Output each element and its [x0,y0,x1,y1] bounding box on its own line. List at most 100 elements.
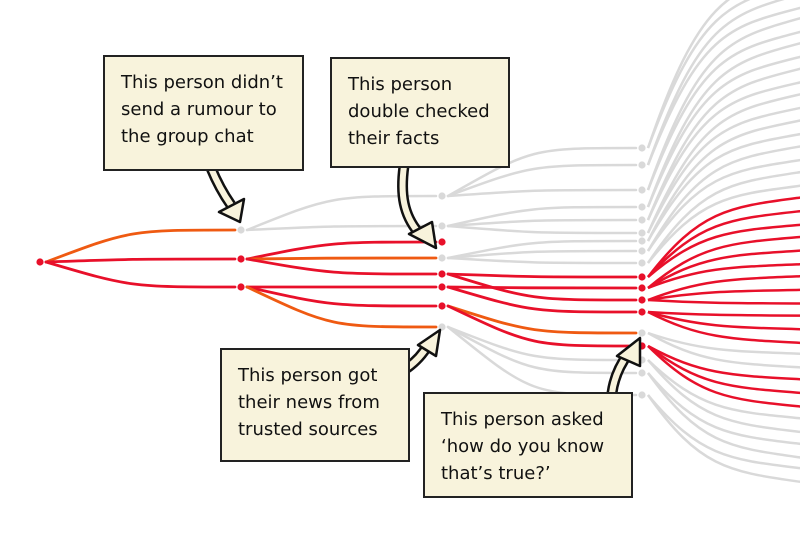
edge-offscreen [647,331,800,355]
person-node-spread [638,308,646,316]
edge-offscreen [647,298,800,305]
person-node-spread [438,302,446,310]
person-node-stopped [638,203,646,211]
edge-offscreen [647,359,800,420]
callout-no-group-chat: This person didn’t send a rumour to the … [103,55,304,171]
edge-spread [245,285,438,308]
edge-offscreen [646,132,800,242]
edge-stopped [446,239,638,260]
edge-offscreen [646,16,800,191]
edge-spread [446,272,638,279]
edge-offscreen [647,249,800,290]
edge-offscreen [647,331,800,369]
edge-offscreen [647,223,800,278]
person-node-stopped [638,161,646,169]
edge-offscreen [646,0,731,149]
callout-line: This person [348,74,453,95]
edge-offscreen [647,394,800,470]
person-node-stopped [638,229,646,237]
edge-offscreen [646,170,800,264]
person-node-stopped [438,222,446,230]
edge-spread [44,257,237,264]
edge-spread [446,304,638,348]
edge-stopped [446,249,638,260]
edge-offscreen [646,394,800,484]
edge-offscreen [647,372,800,446]
edge-offscreen [647,310,800,345]
edge-offscreen [647,310,800,317]
edge-offscreen [647,345,800,408]
callout-line: send a rumour to [121,99,277,120]
edge-stopped [446,325,638,362]
person-node-stopped [638,237,646,245]
edge-offscreen [646,6,800,166]
edge-offscreen [647,209,800,278]
edge-stopped [446,146,638,198]
arrow-icon [397,165,438,250]
edge-stopped [446,205,638,228]
edge-offscreen [646,106,800,234]
edge-offscreen [646,93,800,234]
edge-offscreen [646,30,800,191]
edge-offscreen [647,235,800,289]
person-node-stopped [638,144,646,152]
edge-offscreen [646,372,800,459]
person-node-stopped [638,369,646,377]
person-node-stopped [638,186,646,194]
edge-offscreen [647,184,800,264]
callout-line: double checked [348,101,490,122]
edge-offscreen [646,0,751,149]
edge-partial [446,304,638,335]
edge-partial [245,256,438,261]
person-node-spread [438,238,446,246]
edge-offscreen [646,119,800,242]
edge-spread [446,285,638,290]
edge-offscreen [646,0,785,166]
edge-stopped [446,218,638,228]
edge-stopped [446,188,638,198]
edge-offscreen [647,344,800,381]
edge-partial [245,285,438,329]
person-node-stopped [438,192,446,200]
person-node-spread [237,283,245,291]
edge-offscreen [647,196,800,278]
person-node-spread [638,296,646,304]
person-node-spread [638,273,646,281]
callout-line: trusted sources [238,419,378,440]
edge-spread [44,260,237,289]
edge-offscreen [647,288,800,302]
edge-stopped [446,325,638,375]
callout-line: This person didn’t [121,72,283,93]
edge-spread [245,240,438,261]
edge-stopped [446,163,638,198]
arrow-icon [606,336,642,394]
edge-offscreen [647,359,800,434]
person-node-spread [36,258,44,266]
person-node-spread [438,270,446,278]
callout-line: their news from [238,392,380,413]
edge-offscreen [646,41,800,208]
callout-line: This person got [238,365,378,386]
arrow-icon [205,165,246,224]
callout-line: that’s true?’ [441,463,551,484]
person-node-spread [438,283,446,291]
edge-stopped [245,224,438,232]
edge-spread [245,257,438,276]
person-node-stopped [638,247,646,255]
callout-asked-how: This person asked ‘how do you know that’… [423,392,633,498]
edge-offscreen [646,158,800,252]
edge-offscreen [646,67,800,221]
edge-offscreen [646,81,800,221]
person-node-stopped [638,259,646,267]
person-node-stopped [638,216,646,224]
person-node-stopped [638,329,646,337]
edge-spread [446,285,638,314]
person-node-stopped [438,254,446,262]
callout-line: the group chat [121,126,254,147]
arrow-icon [403,328,442,373]
edge-offscreen [646,145,800,252]
person-node-spread [638,284,646,292]
